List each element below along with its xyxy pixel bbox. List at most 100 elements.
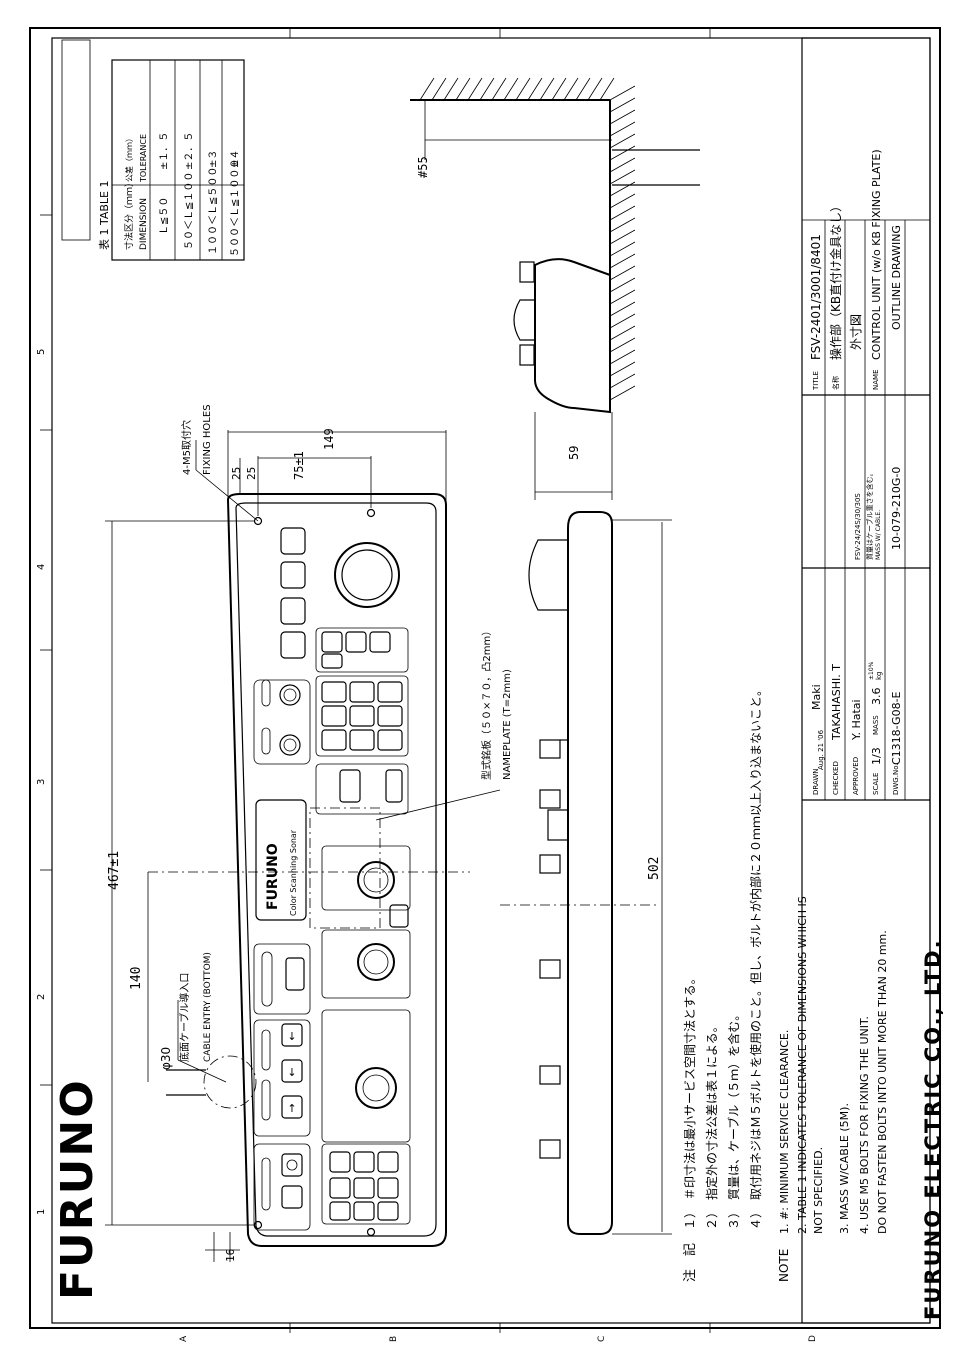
hatch-line <box>431 77 447 101</box>
mass-tol: ±10% <box>868 661 875 680</box>
hatch-line <box>491 77 507 101</box>
zone-label-b: B <box>389 1336 399 1342</box>
mass-label: MASS <box>872 715 880 735</box>
front-view-panel: FURUNO Color Scanning Sonar ↓ ↓ ↑ <box>148 493 470 1247</box>
checked-label: CHECKED <box>832 761 840 795</box>
tolerance-header-tolerance-jp: 公差（ｍｍ） <box>124 134 134 182</box>
dim-hole-pitch: 467±1 <box>107 851 122 890</box>
model-codes: FSV-24/24S/30/30S <box>854 493 862 560</box>
hatch-line <box>609 289 636 305</box>
notes-en-item-4: 4. USE M5 BOLTS FOR FIXING THE UNIT. <box>858 1016 871 1234</box>
panel-furuno-logo: FURUNO <box>265 843 281 910</box>
svg-text:↓: ↓ <box>287 1030 296 1043</box>
dim-edge-b: 25 <box>245 467 258 480</box>
hatch-line <box>609 337 636 353</box>
approved-by: Y. Hatai <box>850 699 863 741</box>
hatch-line <box>479 77 495 101</box>
name-en-2: OUTLINE DRAWING <box>890 225 903 330</box>
nameplate <box>255 799 307 921</box>
name-jp-label: 名称 <box>831 376 840 390</box>
dwg-no: C1318-G08-E <box>890 691 903 765</box>
hatch-line <box>575 77 591 101</box>
tolerance-value-3: ±３ <box>208 150 219 168</box>
hatch-line <box>609 349 636 365</box>
hatch-line <box>609 253 636 269</box>
notes-jp-item-1: １） ＃印寸法は最小サービス空間寸法とする。 <box>683 972 697 1230</box>
small-knob-2 <box>279 734 301 756</box>
zone-label-1: 1 <box>36 1209 47 1215</box>
mass-note-jp: 質量はケーブル重さを含む。 <box>865 469 874 560</box>
key-top-2 <box>280 561 306 589</box>
cable-entry-jp: 底面ケーブル導入口 <box>178 973 191 1062</box>
hatch-line <box>419 77 435 101</box>
tolerance-value-4: ±４ <box>230 150 241 168</box>
front-view-dimensions <box>105 430 501 1262</box>
hatch-line <box>503 77 519 101</box>
dim-overall-width: 502 <box>647 857 662 880</box>
cable-entry-en: CABLE ENTRY (BOTTOM) <box>203 952 213 1062</box>
drawn-date: Aug. 21 '06 <box>817 729 825 770</box>
tolerance-header-dimension-jp: 寸法区分（ｍｍ） <box>123 178 135 250</box>
hatch-line <box>609 325 636 341</box>
power-key <box>281 1153 303 1177</box>
trackball <box>334 542 400 608</box>
side-view-long <box>500 511 672 1235</box>
drawing-frame <box>29 27 941 1329</box>
wall-hatching <box>419 77 636 401</box>
tolerance-range-1: Ｌ≦５０ <box>159 197 170 235</box>
dim-edge-a: 25 <box>230 467 243 480</box>
hatch-line <box>551 77 567 101</box>
mass-note-en: MASS W/ CABLE. <box>875 510 882 560</box>
hatch-line <box>609 145 636 161</box>
side-trackball <box>528 539 569 611</box>
hatch-line <box>609 229 636 245</box>
notes-en-item-2b: NOT SPECIFIED. <box>812 1147 825 1234</box>
drawn-label: DRAWN <box>812 768 820 795</box>
hatch-line <box>563 77 579 101</box>
fixing-holes-en: FIXING HOLES <box>202 404 213 475</box>
hatch-line <box>609 241 636 257</box>
tolerance-range-2: ５０＜Ｌ≦１００ <box>184 172 195 250</box>
hatch-line <box>609 97 636 113</box>
hatch-line <box>609 277 636 293</box>
zone-label-3: 3 <box>36 779 47 785</box>
hatch-line <box>455 77 471 101</box>
fixing-hole-bottom-right <box>366 1227 376 1237</box>
title-block <box>801 37 931 1324</box>
title-label: TITLE <box>812 371 820 391</box>
fixing-holes-jp: 4-M5取付穴 <box>180 420 193 475</box>
tolerance-header-dimension-en: DIMENSION <box>139 198 149 250</box>
checked-by: TAKAHASHI. T <box>830 664 843 741</box>
zone-label-a: A <box>179 1335 189 1342</box>
hatch-line <box>609 121 636 137</box>
usb-slot <box>339 769 361 803</box>
hatch-line <box>609 313 636 329</box>
name-en: CONTROL UNIT (w/o KB FIXING PLATE) <box>870 149 883 360</box>
hatch-line <box>527 77 543 101</box>
ref-no: 10-079-210G-0 <box>890 467 903 550</box>
key-top-4 <box>280 631 306 659</box>
scale-label: SCALE <box>872 773 880 795</box>
zone-label-2: 2 <box>36 994 47 1000</box>
key-top-1 <box>280 527 306 555</box>
dim-height: 149 <box>322 428 336 450</box>
title-model: FSV-2401/3001/8401 <box>809 234 823 360</box>
dim-cable-offset: 140 <box>129 967 144 990</box>
hatch-line <box>609 385 636 401</box>
zone-label-4: 4 <box>36 564 47 570</box>
scale-value: 1/3 <box>870 747 883 765</box>
large-knob <box>355 1067 397 1109</box>
hatch-line <box>515 77 531 101</box>
hatch-line <box>609 181 636 197</box>
mass-unit: kg <box>875 672 883 681</box>
hatch-line <box>539 77 555 101</box>
cable-entry-circle <box>203 1055 257 1109</box>
tolerance-range-3: １００＜Ｌ≦５００ <box>208 167 219 255</box>
tolerance-range-4: ５００＜Ｌ≦１０００ <box>230 159 241 257</box>
arrow-key-group <box>253 1019 311 1137</box>
side-view-end <box>410 99 700 500</box>
dim-cable-dia: φ30 <box>159 1047 173 1070</box>
tolerance-header-tolerance-en: TOLERANCE <box>139 134 148 183</box>
mass-value: 3.6 <box>870 688 883 706</box>
hatch-line <box>609 193 636 209</box>
